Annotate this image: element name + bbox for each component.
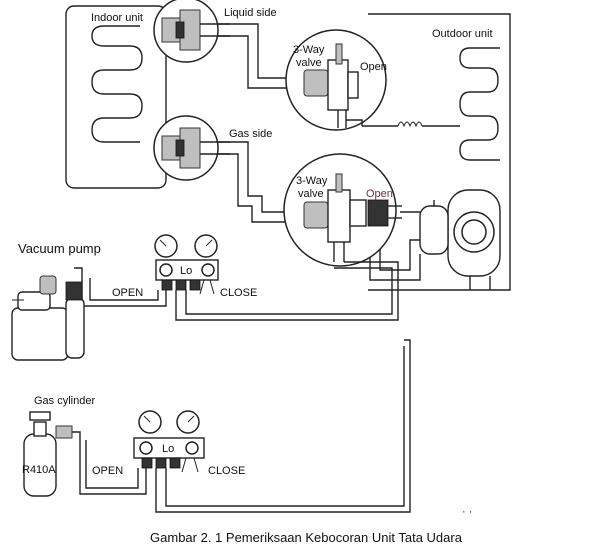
liquid-side-label: Liquid side <box>224 7 277 19</box>
upper-manifold: Lo OPEN CLOSE <box>112 234 257 299</box>
capillary-coil <box>397 121 423 128</box>
upper-manifold-lo: Lo <box>180 265 192 277</box>
gas-pipe <box>218 141 300 213</box>
figure-caption: Gambar 2. 1 Pemeriksaan Kebocoran Unit T… <box>150 530 462 545</box>
upper-valve-label-line2: valve <box>296 57 322 69</box>
charge-hose-lower <box>155 339 411 513</box>
upper-valve-label-line1: 3-Way <box>293 44 325 56</box>
outdoor-unit-label: Outdoor unit <box>432 28 493 40</box>
lower-valve-open-label: Open <box>366 188 393 200</box>
liquid-pipe-inner <box>218 35 300 89</box>
lower-manifold-open: OPEN <box>92 465 123 477</box>
gas-side-label: Gas side <box>229 128 272 140</box>
lower-manifold-close: CLOSE <box>208 465 245 477</box>
vacuum-pump: Vacuum pump <box>11 241 101 361</box>
indoor-coil <box>91 25 143 143</box>
lower-three-way-valve: 3-Way valve Open <box>283 153 402 267</box>
upper-manifold-open: OPEN <box>112 287 143 299</box>
lower-manifold: Lo OPEN CLOSE <box>92 410 245 477</box>
indoor-unit-label: Indoor unit <box>91 12 143 24</box>
outdoor-coil <box>459 47 500 161</box>
charge-hose-upper <box>175 261 399 321</box>
lower-valve-label-line2: valve <box>298 188 324 200</box>
gas-cylinder-label: Gas cylinder <box>34 395 95 407</box>
compressor <box>419 189 501 290</box>
r410a-label: R410A <box>22 464 56 476</box>
indoor-unit: Indoor unit <box>65 5 167 189</box>
faint-mark: · · <box>462 506 472 518</box>
gas-pipe-inner <box>218 153 300 223</box>
liquid-pipe <box>218 23 300 79</box>
outdoor-unit: Outdoor unit <box>362 13 511 291</box>
gas-side-fitting: Gas side <box>153 115 272 181</box>
upper-three-way-valve: 3-Way valve Open <box>285 29 387 131</box>
liquid-side-fitting: Liquid side <box>153 0 277 63</box>
lower-valve-label-line1: 3-Way <box>296 175 328 187</box>
upper-valve-open-label: Open <box>360 61 387 73</box>
vacuum-pump-label: Vacuum pump <box>18 241 101 256</box>
cylinder-hose <box>72 431 147 495</box>
lower-manifold-lo: Lo <box>162 443 174 455</box>
upper-manifold-close: CLOSE <box>220 287 257 299</box>
gas-cylinder: Gas cylinder R410A <box>22 395 95 497</box>
